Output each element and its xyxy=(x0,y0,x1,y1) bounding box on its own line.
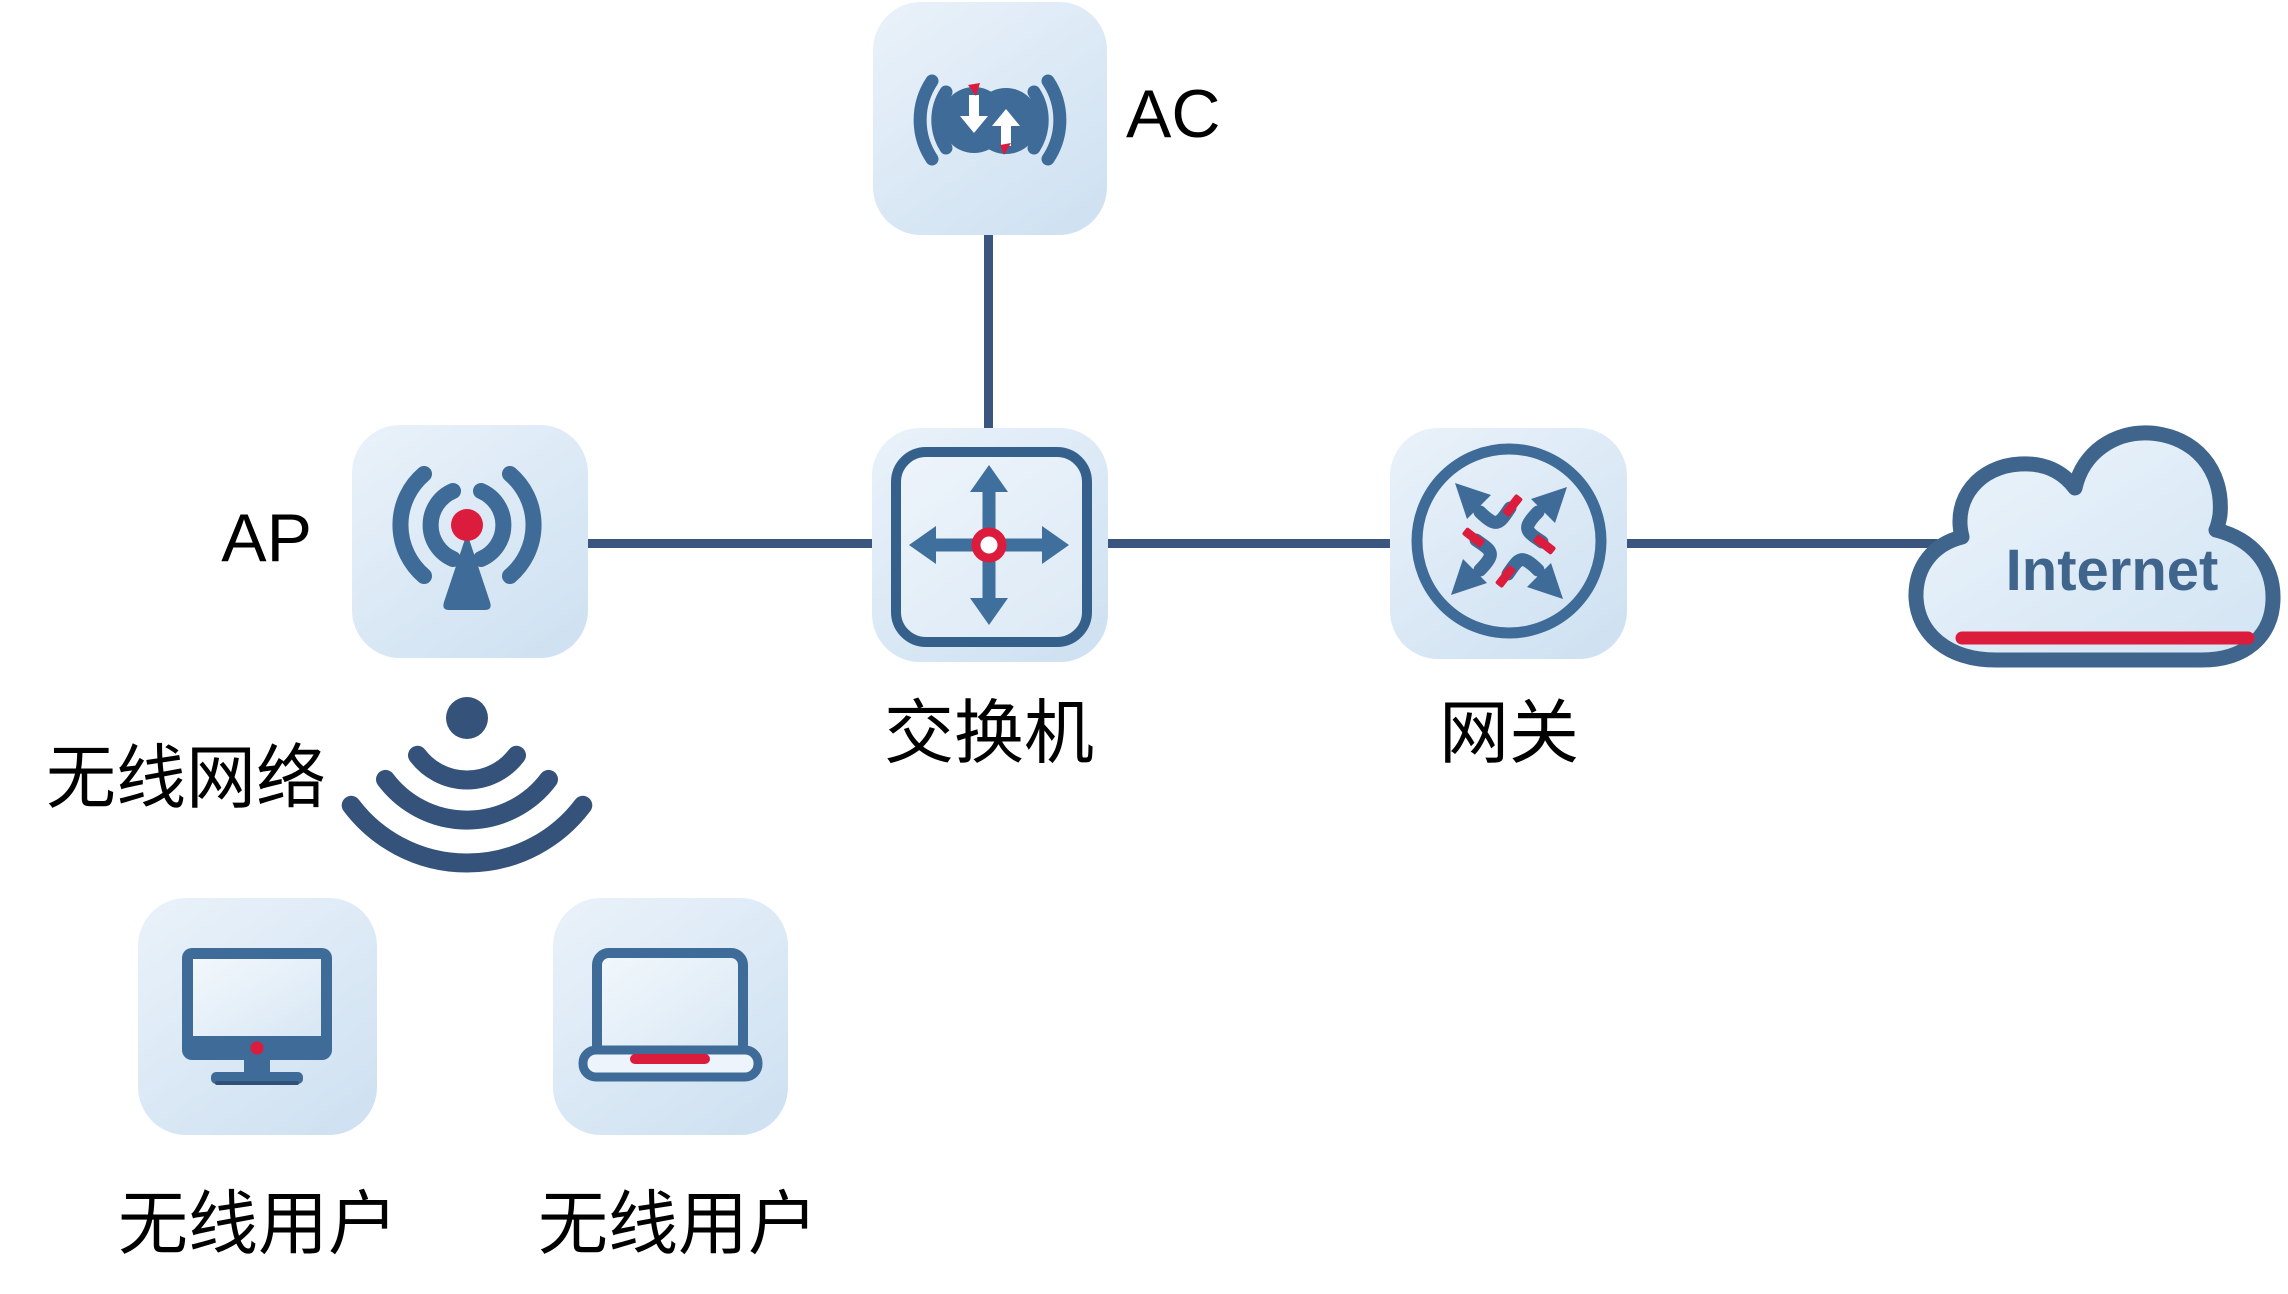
node-wireless-user-desktop xyxy=(138,898,377,1135)
connection-switch-gateway xyxy=(1102,539,1396,548)
connection-ap-switch xyxy=(582,539,878,548)
node-switch xyxy=(872,428,1108,662)
node-ap xyxy=(352,425,588,658)
wifi-waves-icon xyxy=(341,697,593,873)
label-switch: 交换机 xyxy=(884,694,1094,772)
label-gateway: 网关 xyxy=(1439,694,1579,772)
switch-icon xyxy=(891,447,1092,647)
laptop-icon xyxy=(578,948,763,1082)
access-point-icon xyxy=(392,466,542,610)
node-gateway xyxy=(1390,428,1627,659)
wireless-controller-icon xyxy=(913,74,1067,166)
label-wireless-user-1: 无线用户 xyxy=(118,1185,398,1263)
label-ap: AP xyxy=(221,500,312,576)
label-wireless-user-2: 无线用户 xyxy=(538,1185,818,1263)
internet-cloud-icon: Internet xyxy=(1908,425,2281,668)
label-ac: AC xyxy=(1126,76,1221,152)
label-wireless-network: 无线网络 xyxy=(46,739,326,817)
label-internet: Internet xyxy=(2006,538,2219,603)
router-icon xyxy=(1411,443,1607,639)
connection-ac-switch xyxy=(984,231,993,432)
desktop-monitor-icon xyxy=(182,948,332,1085)
node-wireless-user-laptop xyxy=(553,898,788,1135)
node-ac xyxy=(873,2,1107,235)
connection-gateway-internet xyxy=(1621,539,1941,548)
